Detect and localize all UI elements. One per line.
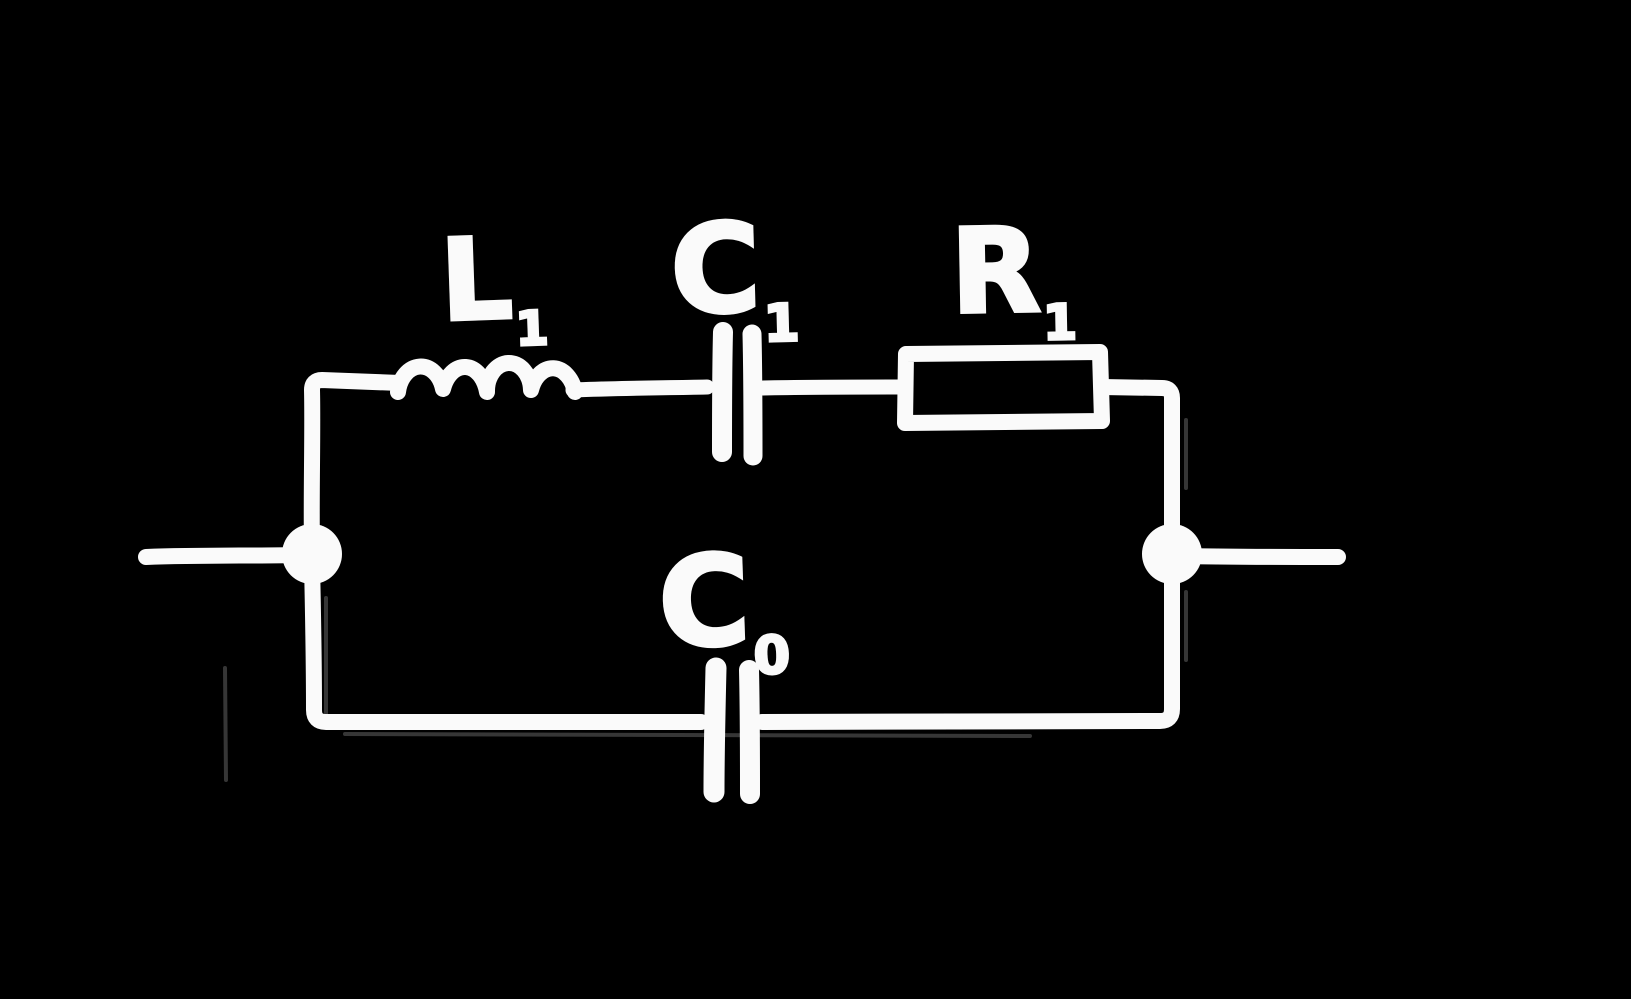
resistor-label-subscript: 1	[1041, 293, 1079, 353]
left-terminal-lead	[138, 547, 308, 565]
series-capacitor-label: C1	[667, 195, 802, 355]
wire-bottom-left	[304, 555, 709, 730]
wire-inductor-to-c1	[565, 379, 715, 398]
resistor-label-letter: R	[948, 202, 1044, 343]
capacitor-plate	[742, 324, 763, 466]
series-capacitor-label-letter: C	[667, 195, 764, 343]
ghost-line	[223, 666, 228, 782]
ghost-line	[343, 732, 1032, 738]
left-junction-node	[282, 524, 342, 584]
capacitor-c0-symbol	[703, 657, 760, 804]
shunt-capacitor-label-letter: C	[654, 527, 754, 678]
wire-c1-to-r1	[755, 379, 910, 396]
inductor-label-subscript: 1	[513, 300, 551, 359]
capacitor-plate	[739, 660, 760, 804]
inductor-label: L1	[437, 212, 551, 358]
wire-bottom-right	[754, 558, 1180, 730]
capacitor-plate	[703, 657, 727, 803]
wire-top-left	[303, 372, 408, 553]
shunt-capacitor-label: C0	[654, 527, 792, 688]
right-terminal-lead	[1167, 548, 1346, 565]
wire-top-right	[1094, 379, 1180, 550]
series-capacitor-label-subscript: 1	[762, 291, 802, 355]
capacitor-c1-symbol	[712, 322, 763, 466]
inductor-label-letter: L	[437, 212, 517, 348]
capacitor-plate	[712, 322, 733, 462]
inductor-symbol	[390, 355, 583, 400]
resistor-label: R1	[948, 202, 1079, 353]
shunt-capacitor-label-subscript: 0	[751, 624, 792, 688]
resistor-symbol	[897, 344, 1110, 431]
sketch-artifact-lines	[223, 418, 1188, 782]
